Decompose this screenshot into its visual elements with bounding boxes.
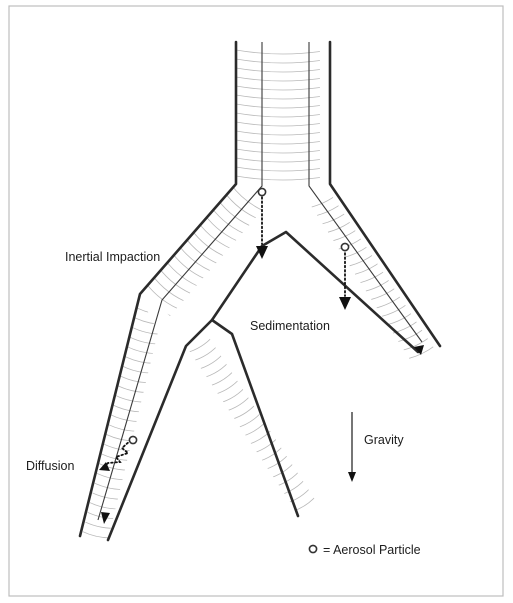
- diffusion-label: Diffusion: [26, 459, 74, 473]
- sedimentation-label: Sedimentation: [250, 319, 330, 333]
- figure-frame: [9, 6, 503, 596]
- legend-particle-icon: [309, 545, 316, 552]
- aerosol-particle-icon: [258, 188, 265, 195]
- legend-label: = Aerosol Particle: [323, 543, 421, 557]
- inertial-impaction-label: Inertial Impaction: [65, 250, 160, 264]
- legend: = Aerosol Particle: [309, 543, 420, 557]
- aerosol-particle-icon: [341, 243, 348, 250]
- gravity-label: Gravity: [364, 433, 404, 447]
- aerosol-particle-icon: [129, 436, 136, 443]
